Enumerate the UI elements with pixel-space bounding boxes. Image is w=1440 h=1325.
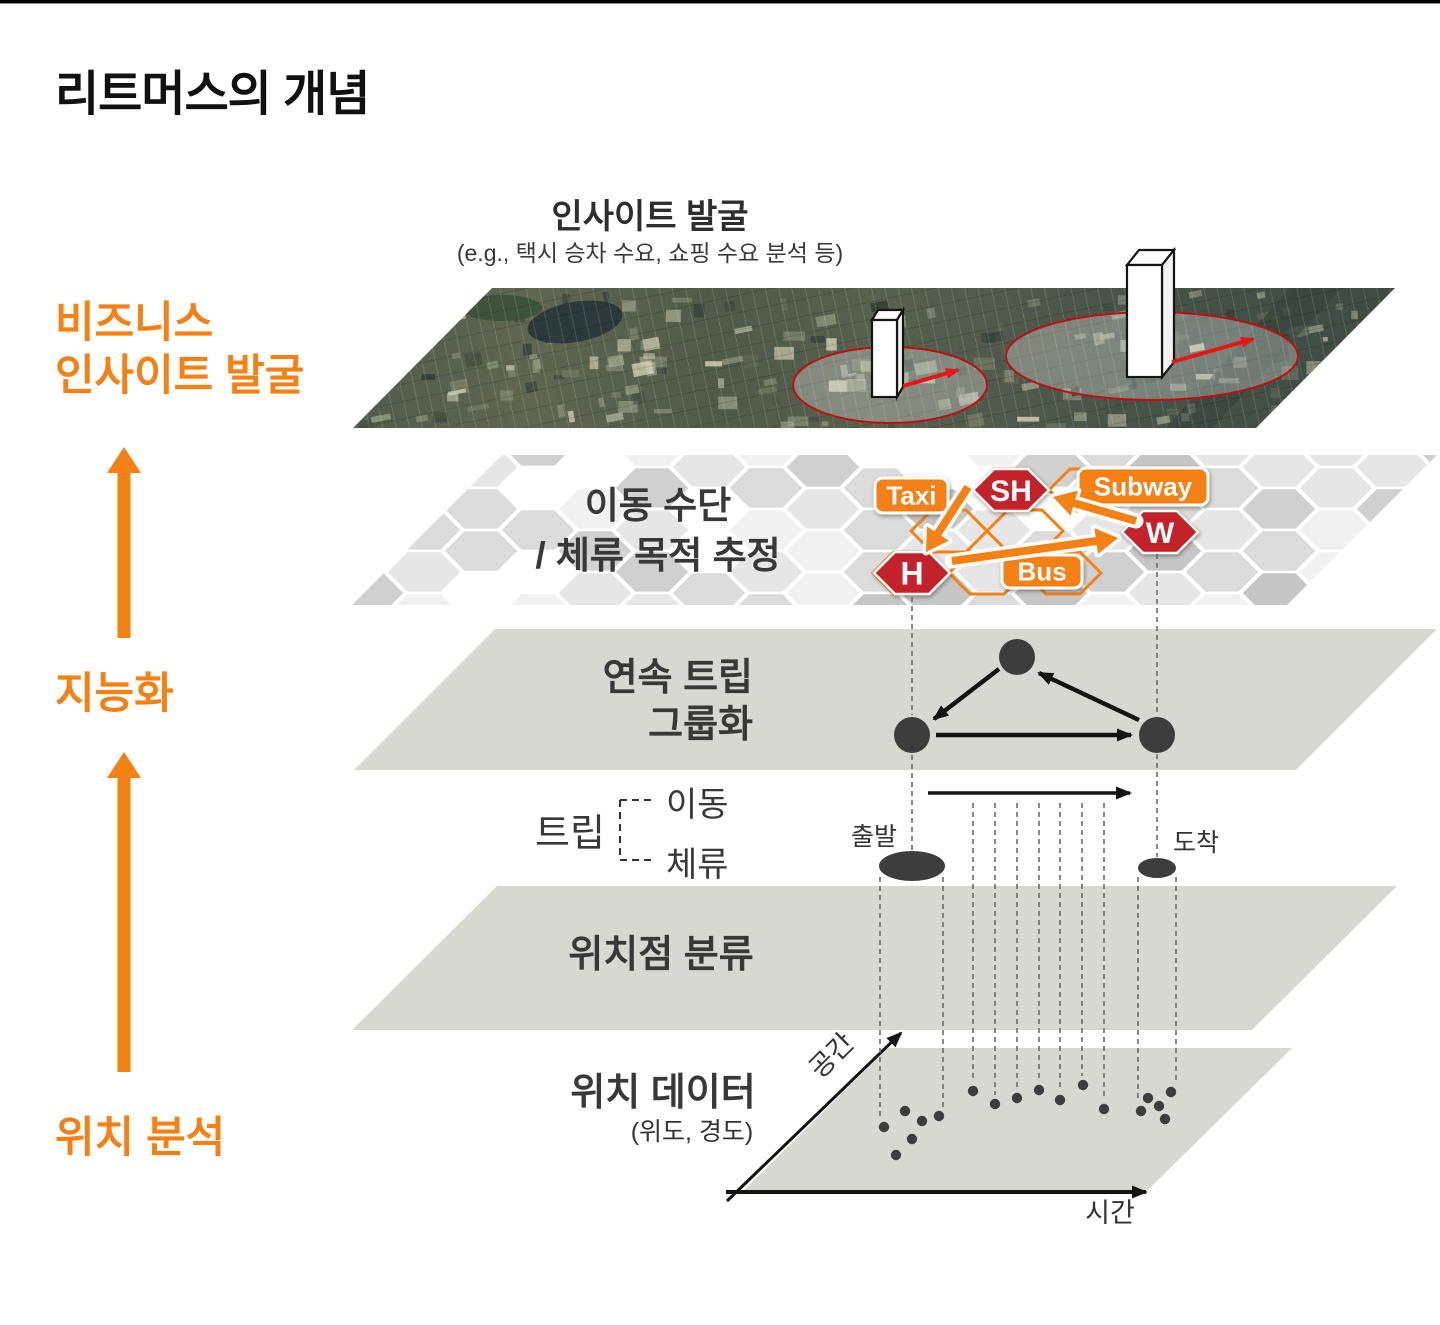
location-data-label: 위치 데이터 <box>570 1072 755 1114</box>
location-points <box>878 1079 1177 1161</box>
svg-text:Subway: Subway <box>1094 472 1193 502</box>
location-analysis-label: 위치 분석 <box>55 1114 225 1162</box>
demand-bar-1 <box>870 306 905 401</box>
trip-legend: 트립 이동 체류 출발 도착 <box>535 786 1219 884</box>
trip-group-arrow <box>932 667 1001 721</box>
trip-group-graph <box>894 639 1175 753</box>
grouping-label-line1: 연속 트립 <box>603 657 753 699</box>
business-insight-label-line2: 인사이트 발굴 <box>55 352 304 400</box>
arrive-label: 도착 <box>1173 829 1219 857</box>
location-point <box>906 1133 918 1145</box>
location-point <box>1077 1079 1089 1091</box>
station-hexes: SH W H <box>872 467 1200 596</box>
depart-label: 출발 <box>851 823 897 851</box>
space-axis-label: 공간 <box>803 1027 859 1083</box>
trip-group-arrow <box>1037 670 1140 723</box>
station-hex-sh: SH <box>971 467 1051 513</box>
trip-group-node <box>1139 717 1175 753</box>
trip-group-node <box>999 639 1035 675</box>
mobility-arrow <box>922 479 976 556</box>
trip-bracket <box>619 799 652 861</box>
location-point <box>1033 1084 1045 1096</box>
up-arrow-top <box>107 447 141 638</box>
trip-group-node <box>894 717 930 753</box>
transport-label-subway: Subway <box>1076 466 1210 507</box>
projection-dashed-lines <box>879 554 1177 1118</box>
location-point <box>1153 1100 1165 1112</box>
svg-text:H: H <box>900 556 923 592</box>
location-point <box>878 1121 890 1133</box>
station-hex-h: H <box>872 550 952 596</box>
svg-text:Bus: Bus <box>1017 557 1066 587</box>
intelligence-label: 지능화 <box>55 670 174 718</box>
top-edge-bar <box>0 0 1440 4</box>
svg-text:W: W <box>1146 517 1175 550</box>
grouping-label-line2: 그룹화 <box>648 704 753 746</box>
left-panel: 비즈니스 인사이트 발굴 지능화 위치 분석 <box>55 299 304 1162</box>
mobility-label-line1: 이동 수단 <box>585 485 731 526</box>
location-point <box>989 1098 1001 1110</box>
transport-label-taxi: Taxi <box>873 476 950 515</box>
hex-grid <box>352 455 1437 605</box>
time-axis-label: 시간 <box>1085 1198 1135 1228</box>
location-point <box>933 1110 945 1122</box>
location-point <box>1054 1094 1066 1106</box>
depart-stay-ellipse <box>879 851 945 881</box>
location-point <box>1098 1103 1110 1115</box>
page-title: 리트머스의 개념 <box>55 68 369 121</box>
mobility-arrows <box>922 479 1144 569</box>
up-arrow-bottom <box>107 752 141 1072</box>
demand-arrow-2 <box>1171 336 1255 364</box>
location-data-sublabel: (위도, 경도) <box>631 1118 754 1146</box>
location-point <box>890 1149 902 1161</box>
svg-text:SH: SH <box>990 475 1032 508</box>
location-point <box>1142 1092 1154 1104</box>
grouping-layer: 연속 트립 그룹화 <box>354 629 1437 770</box>
business-insight-label-line1: 비즈니스 <box>55 299 213 347</box>
location-point <box>967 1085 979 1097</box>
location-point <box>1165 1086 1177 1098</box>
location-point <box>1011 1092 1023 1104</box>
mobility-arrow <box>944 524 1122 569</box>
classification-label: 위치점 분류 <box>568 934 753 976</box>
location-point <box>1159 1113 1171 1125</box>
location-point <box>916 1115 928 1127</box>
location-point <box>899 1105 911 1117</box>
trip-label: 트립 <box>535 813 605 855</box>
trip-stay-label: 체류 <box>666 846 729 884</box>
insight-caption: 인사이트 발굴 <box>551 198 748 236</box>
space-axis <box>725 1031 903 1203</box>
insight-caption-sub: (e.g., 택시 승차 수요, 쇼핑 수요 분석 등) <box>457 240 843 266</box>
location-data-layer: 위치 데이터 (위도, 경도) 공간 시간 <box>570 1027 1292 1228</box>
arrive-stay-ellipse <box>1138 858 1176 878</box>
classification-layer: 위치점 분류 <box>352 886 1397 1030</box>
mobility-arrow <box>1049 487 1144 529</box>
svg-text:Taxi: Taxi <box>886 481 936 511</box>
trip-move-label: 이동 <box>666 786 729 824</box>
demand-bar-2 <box>1124 246 1177 381</box>
demand-arrow-1 <box>902 368 960 388</box>
location-point <box>1135 1105 1147 1117</box>
mobility-label-line2: / 체류 목적 추정 <box>535 535 780 576</box>
satellite-layer <box>353 246 1395 428</box>
